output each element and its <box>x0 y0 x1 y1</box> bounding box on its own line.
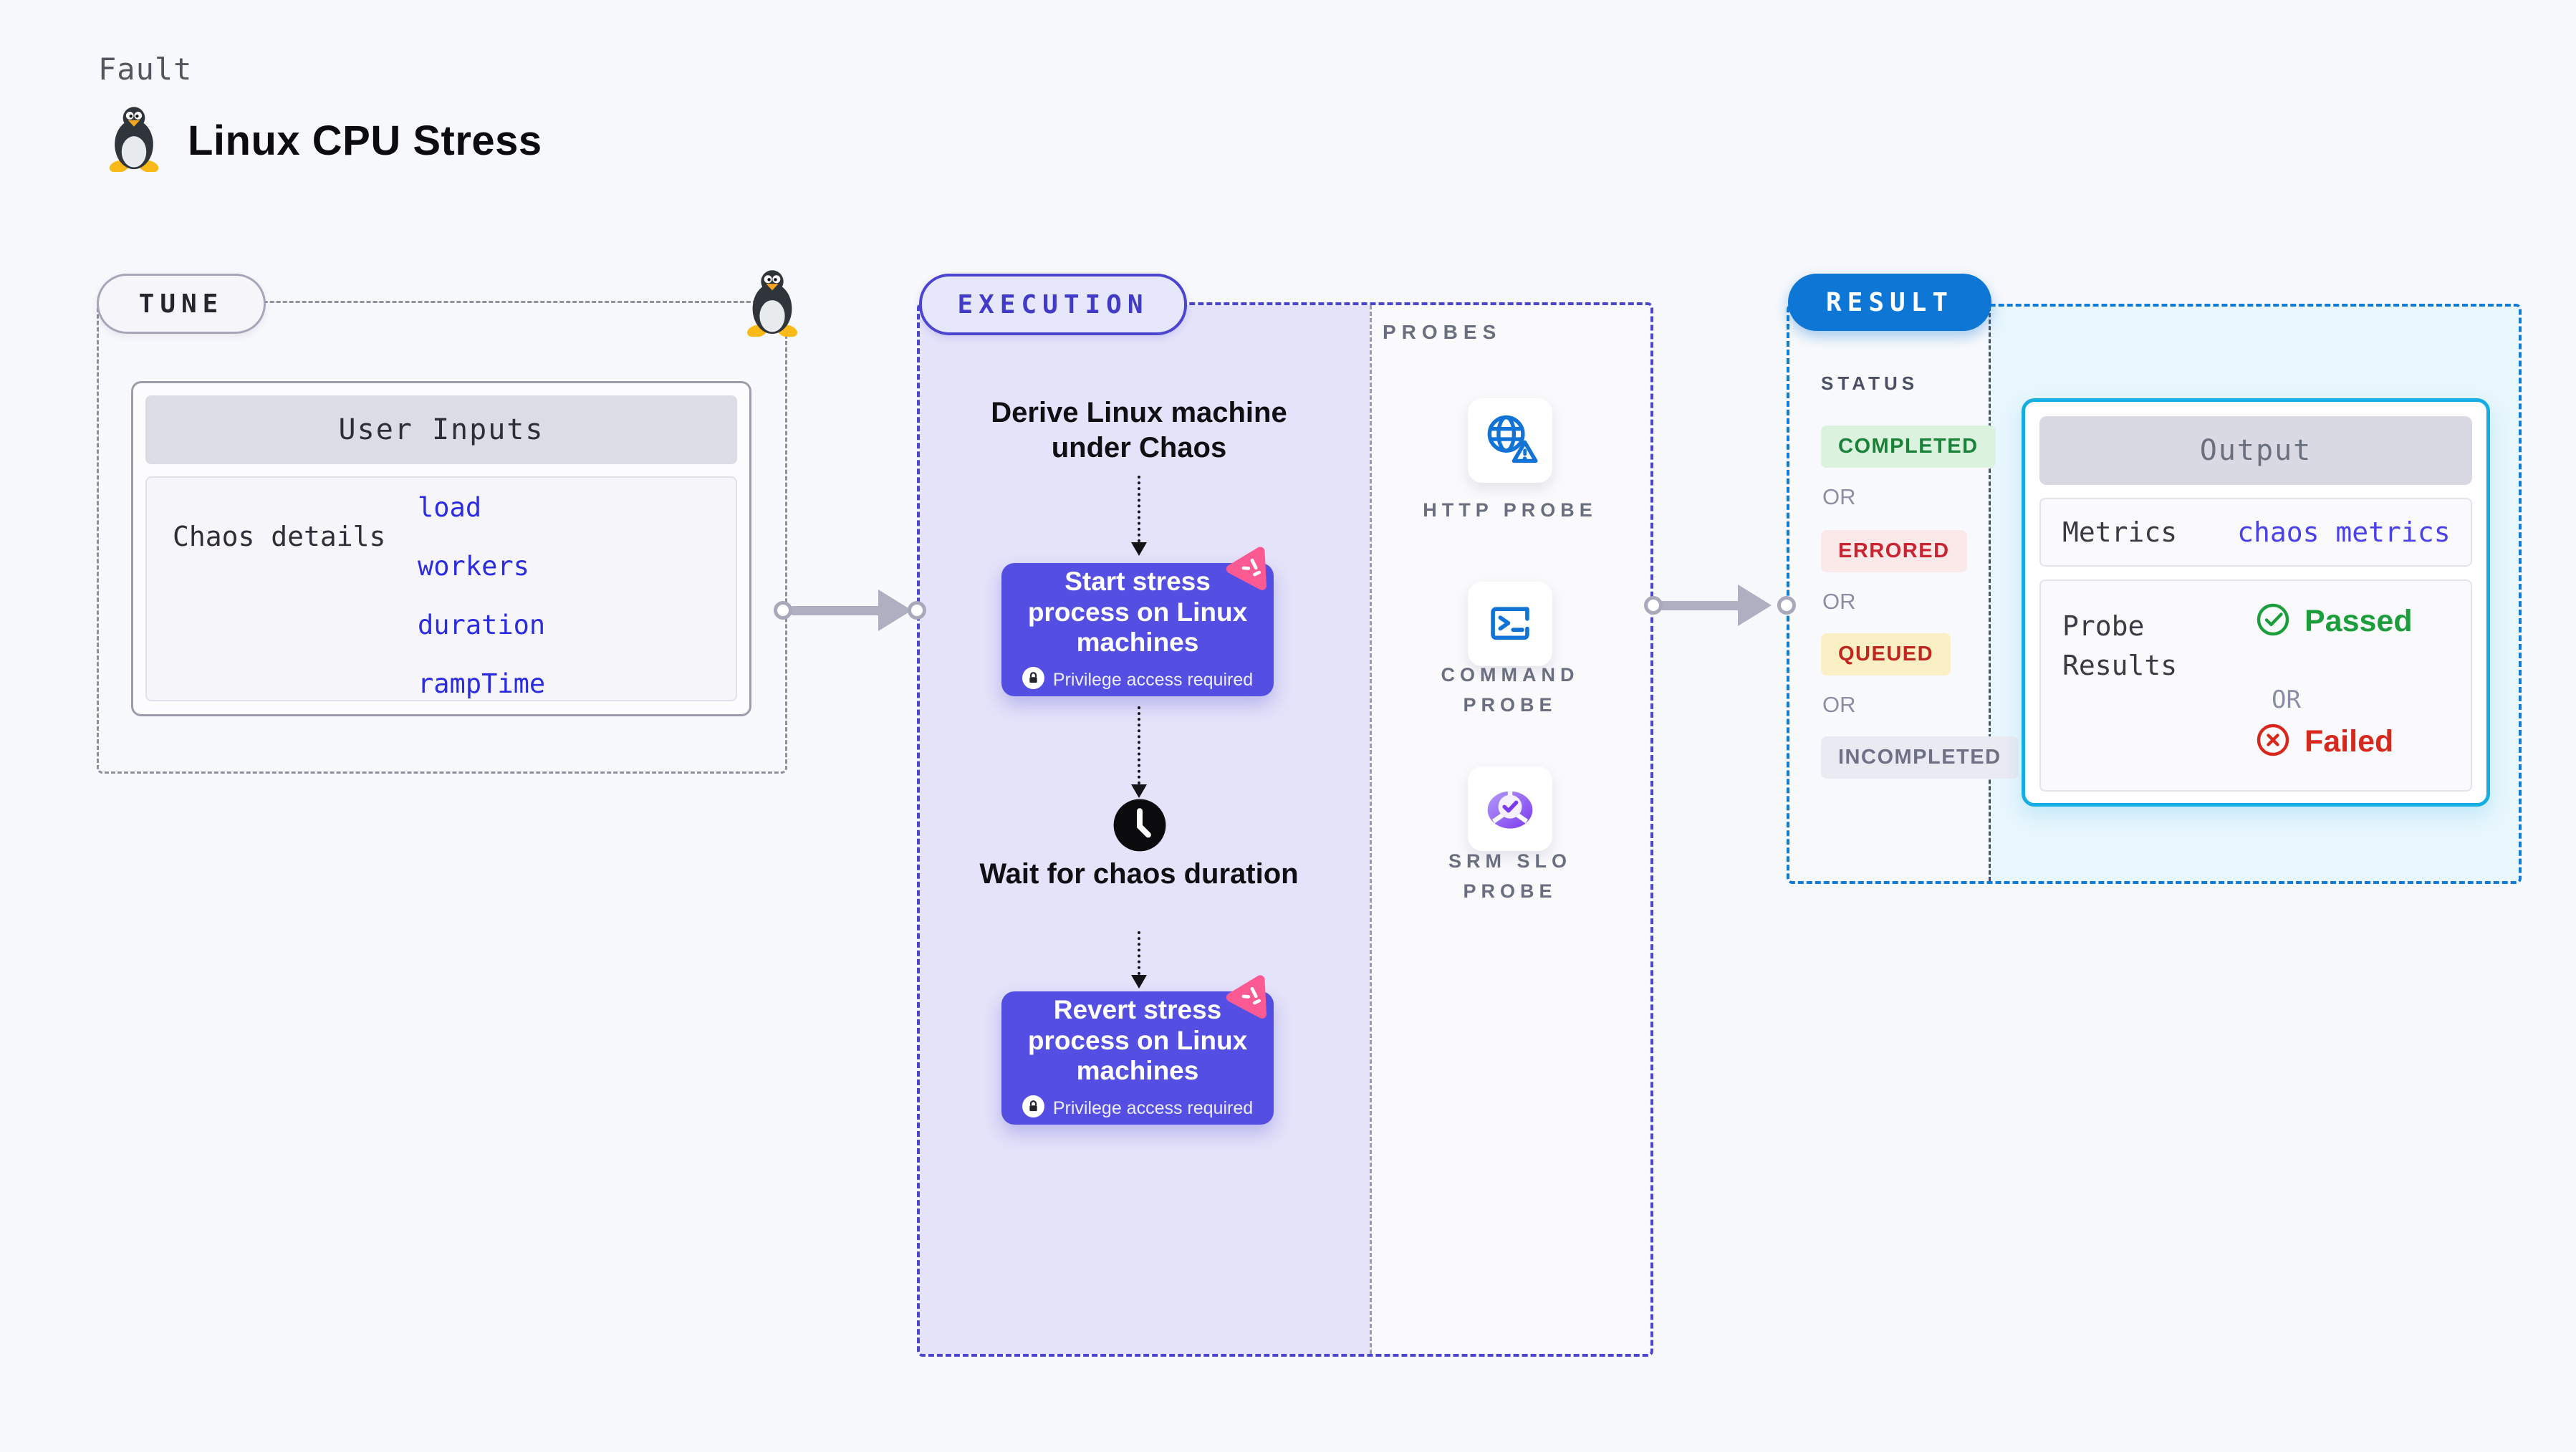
start-stress-node: Start stress process on Linux machines P… <box>1001 563 1274 696</box>
clock-icon <box>1112 798 1167 852</box>
status-badge-incompleted: INCOMPLETED <box>1821 736 2019 779</box>
output-card: Output Metrics chaos metrics Probe Resul… <box>2022 398 2490 807</box>
failed-state: Failed <box>2256 723 2393 761</box>
start-stress-title: Start stress process on Linux machines <box>1027 566 1248 658</box>
terminal-icon <box>1481 593 1539 655</box>
connector-dot <box>1644 596 1663 615</box>
flow-arrow-down-icon <box>1130 706 1148 798</box>
connector-dot <box>908 601 926 620</box>
probe-name-http: HTTP PROBE <box>1423 499 1597 521</box>
input-links-list: load workers duration rampTime <box>418 492 545 700</box>
globe-alert-icon <box>1479 408 1541 473</box>
user-inputs-header: User Inputs <box>145 395 737 464</box>
wait-step-text: Wait for chaos duration <box>979 858 1299 890</box>
output-header: Output <box>2039 416 2472 485</box>
probe-card-command <box>1468 582 1552 666</box>
or-separator: OR <box>1822 692 1856 717</box>
fault-kicker: Fault <box>98 52 193 87</box>
passed-check-icon <box>2256 602 2290 640</box>
passed-state: Passed <box>2256 602 2413 640</box>
flow-arrow-down-icon <box>1130 476 1148 556</box>
status-column <box>1789 307 1989 881</box>
probes-label: PROBES <box>1383 321 1502 343</box>
or-separator: OR <box>2272 686 2301 714</box>
chaos-details-row: Chaos details load workers duration ramp… <box>145 476 737 701</box>
metrics-label: Metrics <box>2062 516 2178 548</box>
connector-arrowhead <box>1738 585 1772 626</box>
connector-bar <box>1661 601 1741 610</box>
execution-pill: EXECUTION <box>919 274 1187 335</box>
tune-pill: TUNE <box>97 274 266 334</box>
page-title: Linux CPU Stress <box>188 117 542 164</box>
chaos-details-label: Chaos details <box>173 521 386 552</box>
status-label: STATUS <box>1821 372 1919 394</box>
status-badge-errored: ERRORED <box>1821 530 1967 572</box>
input-link-ramptime[interactable]: rampTime <box>418 668 546 699</box>
connector-bar <box>791 606 881 615</box>
metrics-row: Metrics chaos metrics <box>2039 498 2472 567</box>
or-separator: OR <box>1822 589 1856 614</box>
connector-dot <box>774 601 792 620</box>
passed-label: Passed <box>2305 604 2413 638</box>
or-separator: OR <box>1822 484 1856 509</box>
probe-card-srm-slo <box>1468 766 1552 851</box>
probe-name-srm-slo: SRM SLO PROBE <box>1448 850 1572 902</box>
tune-section <box>97 301 787 774</box>
input-link-workers[interactable]: workers <box>418 551 529 582</box>
privilege-note: Privilege access required <box>1052 669 1254 690</box>
failed-x-icon <box>2256 723 2290 761</box>
chaos-logo-icon <box>1221 961 1284 1025</box>
failed-label: Failed <box>2305 724 2394 759</box>
result-pill: RESULT <box>1788 274 1991 331</box>
status-badge-queued: QUEUED <box>1821 633 1951 675</box>
slo-donut-icon <box>1479 777 1541 842</box>
user-inputs-card: User Inputs Chaos details load workers d… <box>131 381 751 716</box>
lock-icon <box>1022 667 1044 693</box>
chaos-logo-icon <box>1221 533 1284 597</box>
input-link-load[interactable]: load <box>418 492 482 523</box>
probe-card-http <box>1468 398 1552 483</box>
derive-step-text: Derive Linux machine under Chaos <box>991 397 1287 463</box>
probe-results-row: Probe Results Passed OR F <box>2039 580 2472 792</box>
chaos-metrics-link[interactable]: chaos metrics <box>2237 516 2451 548</box>
connector-dot <box>1777 596 1796 615</box>
probe-name-command: COMMAND PROBE <box>1441 664 1580 716</box>
page-header: Linux CPU Stress <box>106 106 542 176</box>
revert-stress-node: Revert stress process on Linux machines … <box>1001 991 1274 1125</box>
flow-arrow-down-icon <box>1130 931 1148 989</box>
revert-stress-title: Revert stress process on Linux machines <box>1027 994 1248 1086</box>
probe-results-label: Probe Results <box>2062 610 2178 682</box>
input-link-duration[interactable]: duration <box>418 610 546 640</box>
privilege-note: Privilege access required <box>1052 1097 1254 1118</box>
tux-penguin-icon <box>106 106 162 176</box>
privilege-note-row: Privilege access required <box>1022 667 1253 693</box>
status-badge-completed: COMPLETED <box>1821 425 1996 468</box>
tux-penguin-icon-small <box>744 269 801 338</box>
privilege-note-row: Privilege access required <box>1022 1095 1253 1121</box>
connector-arrowhead <box>878 590 912 631</box>
lock-icon <box>1022 1095 1044 1121</box>
